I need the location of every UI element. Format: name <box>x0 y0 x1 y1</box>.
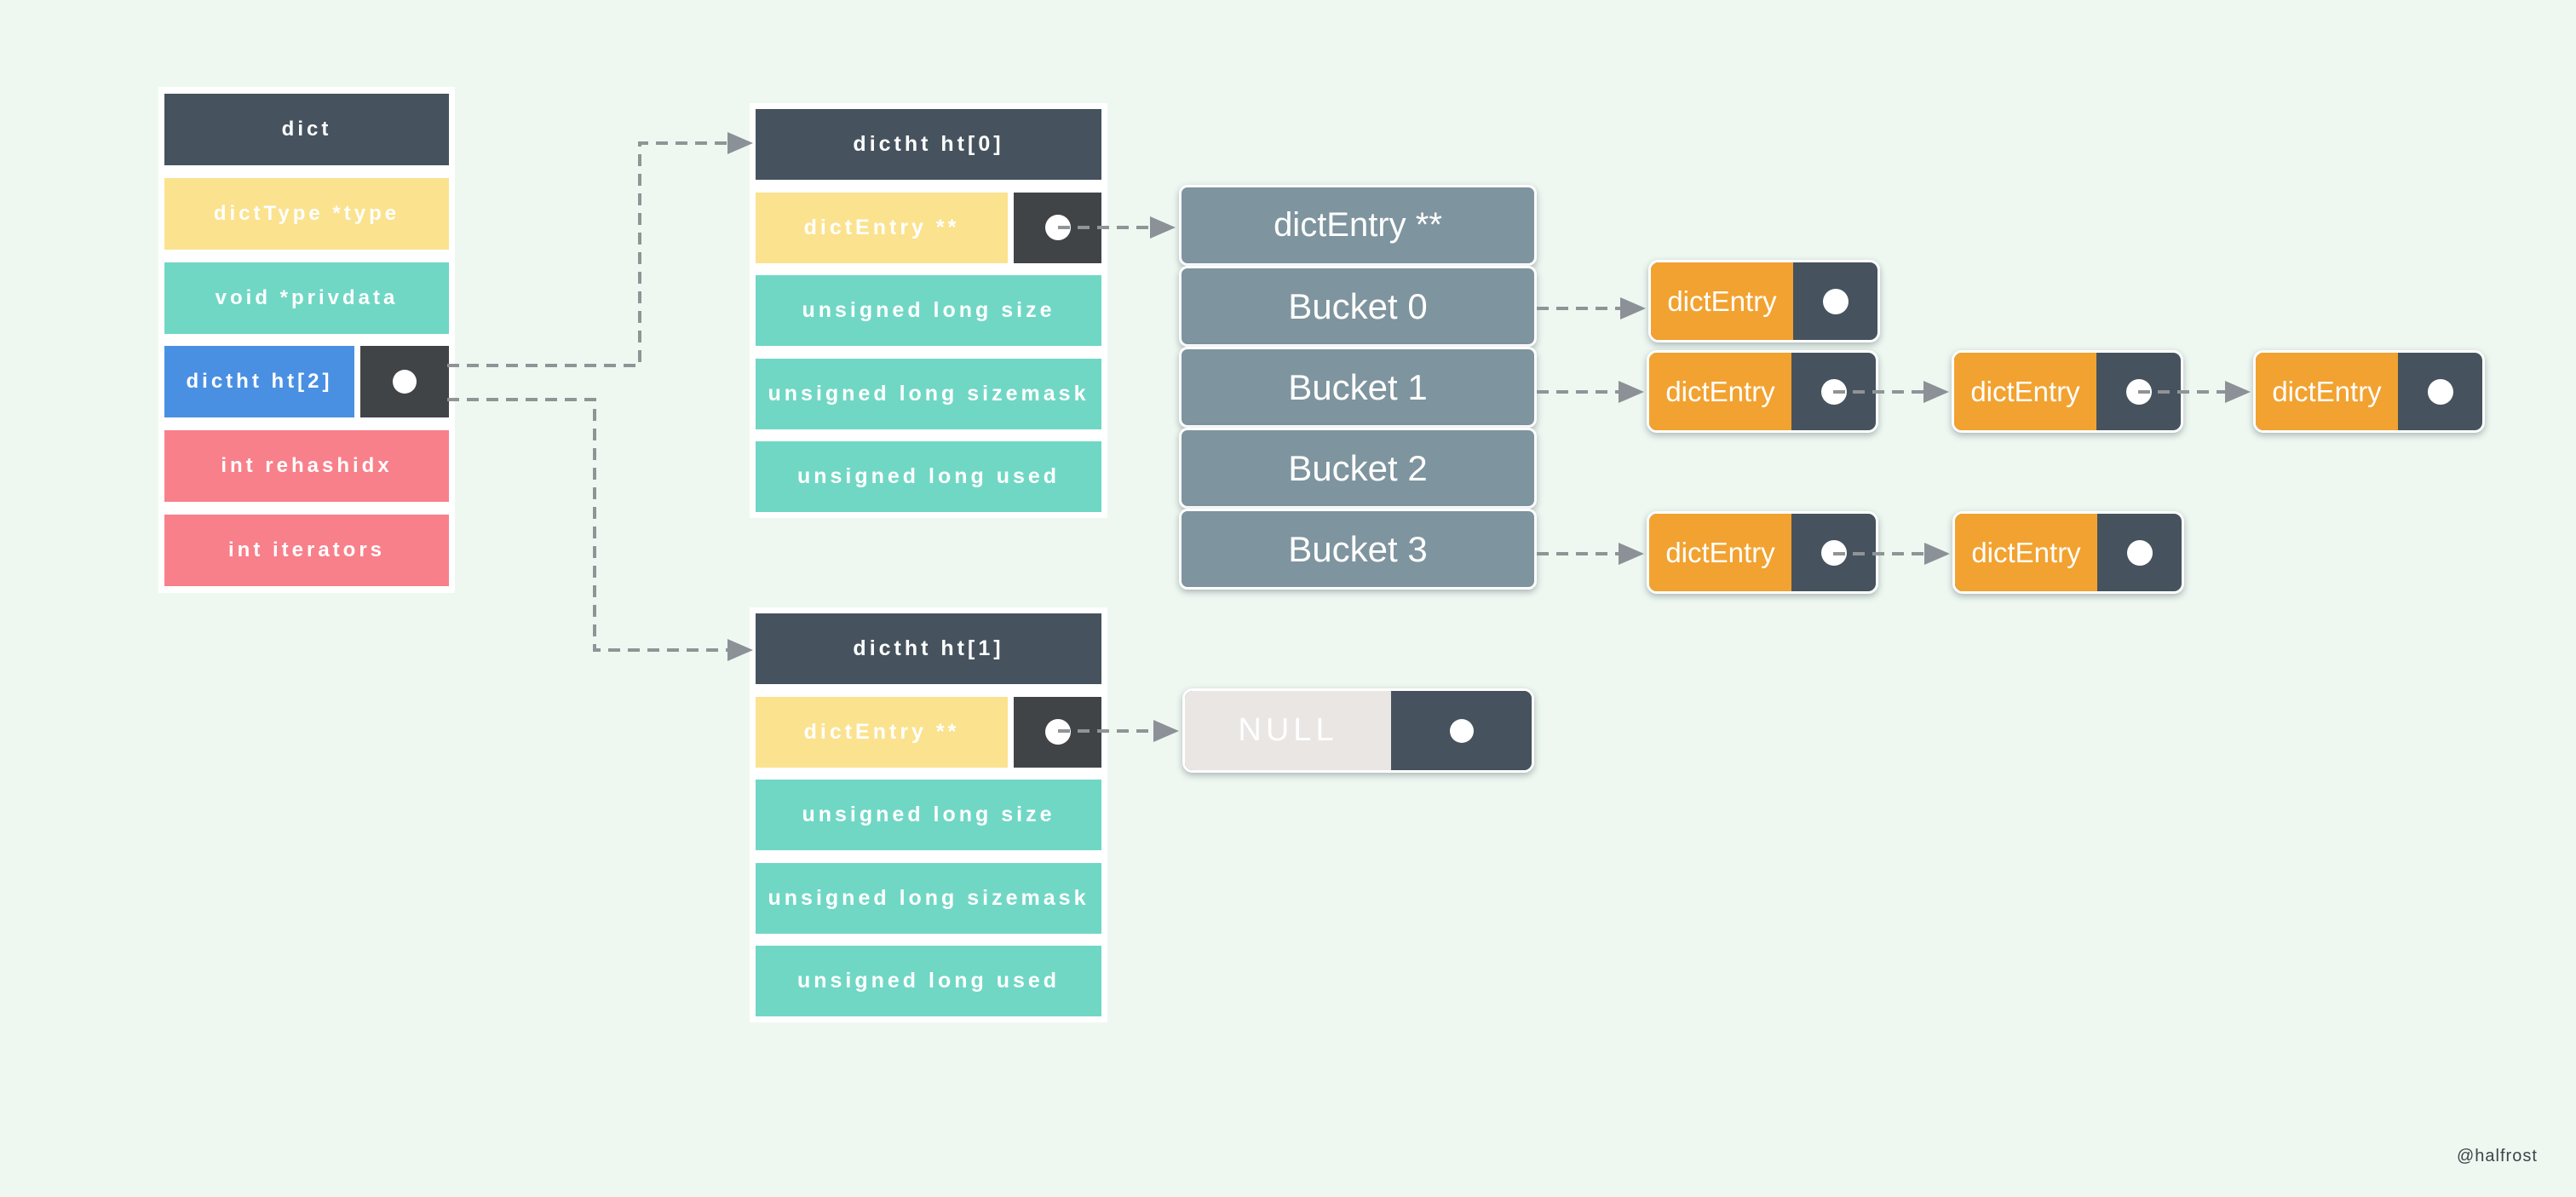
ht0-field-table: dictEntry ** <box>756 192 1008 263</box>
ht1-struct-title: dictht ht[1] <box>756 613 1101 684</box>
pointer-dot-icon <box>1044 215 1071 240</box>
ht1-field-table: dictEntry ** <box>756 696 1008 768</box>
null-entry: NULL <box>1182 688 1534 773</box>
dictentry-label: dictEntry <box>1649 514 1791 591</box>
dictentry-label: dictEntry <box>1955 514 2097 591</box>
ht1-field-sizemask: unsigned long sizemask <box>756 862 1101 934</box>
dictentry-label: dictEntry <box>2256 353 2398 430</box>
dictentry-node-bucket1-2: dictEntry <box>1952 350 2183 433</box>
dictentry-node-bucket0-1: dictEntry <box>1648 260 1880 342</box>
ht0-struct-title: dictht ht[0] <box>756 109 1101 180</box>
dict-struct-title: dict <box>164 94 449 165</box>
pointer-dot-icon <box>1820 539 1847 566</box>
bucket-table-header: dictEntry ** <box>1179 185 1537 266</box>
dictentry-pointer-cell <box>2096 353 2181 430</box>
bucket-2: Bucket 2 <box>1179 428 1537 509</box>
dictentry-node-bucket3-1: dictEntry <box>1647 511 1878 594</box>
dictentry-node-bucket3-2: dictEntry <box>1952 511 2184 594</box>
bucket-1: Bucket 1 <box>1179 347 1537 428</box>
ht0-field-used: unsigned long used <box>756 441 1101 512</box>
dictentry-pointer-cell <box>2398 353 2482 430</box>
watermark: @halfrost <box>2457 1147 2538 1165</box>
pointer-dot-icon <box>393 370 417 394</box>
dictentry-pointer-cell <box>1793 262 1877 340</box>
pointer-dot-icon <box>2126 539 2153 566</box>
arrow-dict-to-ht1 <box>447 398 753 661</box>
field-privdata: void *privdata <box>164 262 449 334</box>
dictentry-pointer-cell <box>2097 514 2182 591</box>
dictentry-pointer-cell <box>1791 353 1876 430</box>
ht1-table-row: dictEntry ** <box>756 696 1101 768</box>
pointer-dot-icon <box>1449 718 1474 743</box>
null-entry-pointer-cell <box>1391 691 1532 770</box>
dictentry-label: dictEntry <box>1649 353 1791 430</box>
ht1-struct: dictht ht[1] dictEntry ** unsigned long … <box>750 607 1107 1022</box>
field-iterators: int iterators <box>164 514 449 586</box>
ht1-field-used: unsigned long used <box>756 946 1101 1016</box>
ht-pointer-cell <box>360 346 449 418</box>
field-ht-row: dictht ht[2] <box>164 346 449 418</box>
bucket-table: dictEntry ** Bucket 0 Bucket 1 Bucket 2 … <box>1179 185 1537 590</box>
pointer-dot-icon <box>1820 378 1847 405</box>
field-ht: dictht ht[2] <box>164 346 354 418</box>
pointer-dot-icon <box>2427 378 2453 405</box>
ht1-table-pointer-cell <box>1014 696 1101 768</box>
ht0-table-pointer-cell <box>1014 192 1101 263</box>
null-entry-label: NULL <box>1185 691 1391 770</box>
ht0-table-row: dictEntry ** <box>756 192 1101 263</box>
dict-struct: dict dictType *type void *privdata dicth… <box>158 87 455 593</box>
field-rehashidx: int rehashidx <box>164 430 449 503</box>
pointer-dot-icon <box>1044 719 1071 745</box>
bucket-3: Bucket 3 <box>1179 509 1537 590</box>
arrow-dict-to-ht0 <box>447 132 753 367</box>
bucket-0: Bucket 0 <box>1179 266 1537 347</box>
dictentry-label: dictEntry <box>1651 262 1793 340</box>
pointer-dot-icon <box>1822 288 1849 314</box>
pointer-dot-icon <box>2125 378 2152 405</box>
ht0-field-size: unsigned long size <box>756 275 1101 346</box>
field-dicttype: dictType *type <box>164 177 449 250</box>
ht0-field-sizemask: unsigned long sizemask <box>756 358 1101 429</box>
dictentry-node-bucket1-3: dictEntry <box>2253 350 2485 433</box>
ht0-struct: dictht ht[0] dictEntry ** unsigned long … <box>750 103 1107 518</box>
dictentry-pointer-cell <box>1791 514 1876 591</box>
dictentry-node-bucket1-1: dictEntry <box>1647 350 1878 433</box>
dictentry-label: dictEntry <box>1954 353 2096 430</box>
ht1-field-size: unsigned long size <box>756 780 1101 850</box>
